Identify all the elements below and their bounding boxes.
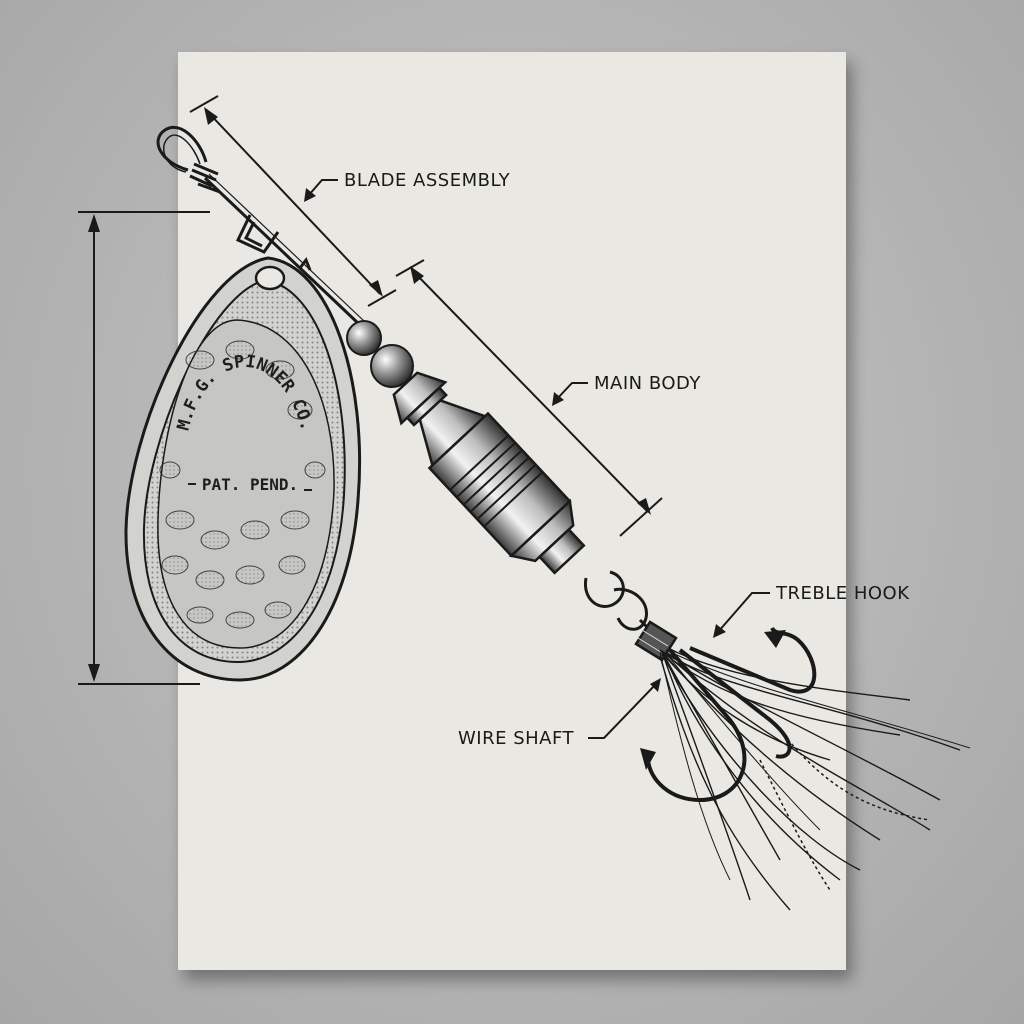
main-body-text: MAIN BODY <box>594 373 701 394</box>
beads <box>346 320 414 388</box>
label-treble-hook: TREBLE HOOK <box>713 583 910 638</box>
blade-assembly-leader <box>307 179 338 197</box>
blade-assembly-dimension <box>189 95 397 307</box>
label-wire-shaft: WIRE SHAFT <box>458 678 661 749</box>
treble-hook-part <box>640 626 817 803</box>
main-body-leader <box>555 382 588 401</box>
main-body-part <box>392 371 586 575</box>
blade-assembly-text: BLADE ASSEMBLY <box>344 170 511 191</box>
wire-shaft-text: WIRE SHAFT <box>458 728 575 749</box>
bead-chain-tails <box>759 729 931 891</box>
wire-shaft-leader <box>588 683 657 739</box>
blade-height-dimension <box>78 211 210 685</box>
blade-engraving-patent: PAT. PEND. <box>202 475 298 494</box>
treble-hook-leader <box>717 592 770 633</box>
spinner-blade <box>124 256 362 682</box>
treble-hook-text: TREBLE HOOK <box>775 583 910 604</box>
label-main-body: MAIN BODY <box>552 373 701 406</box>
label-blade-assembly: BLADE ASSEMBLY <box>304 170 511 202</box>
wire-eye <box>156 125 365 327</box>
main-body-dimension <box>395 259 663 537</box>
